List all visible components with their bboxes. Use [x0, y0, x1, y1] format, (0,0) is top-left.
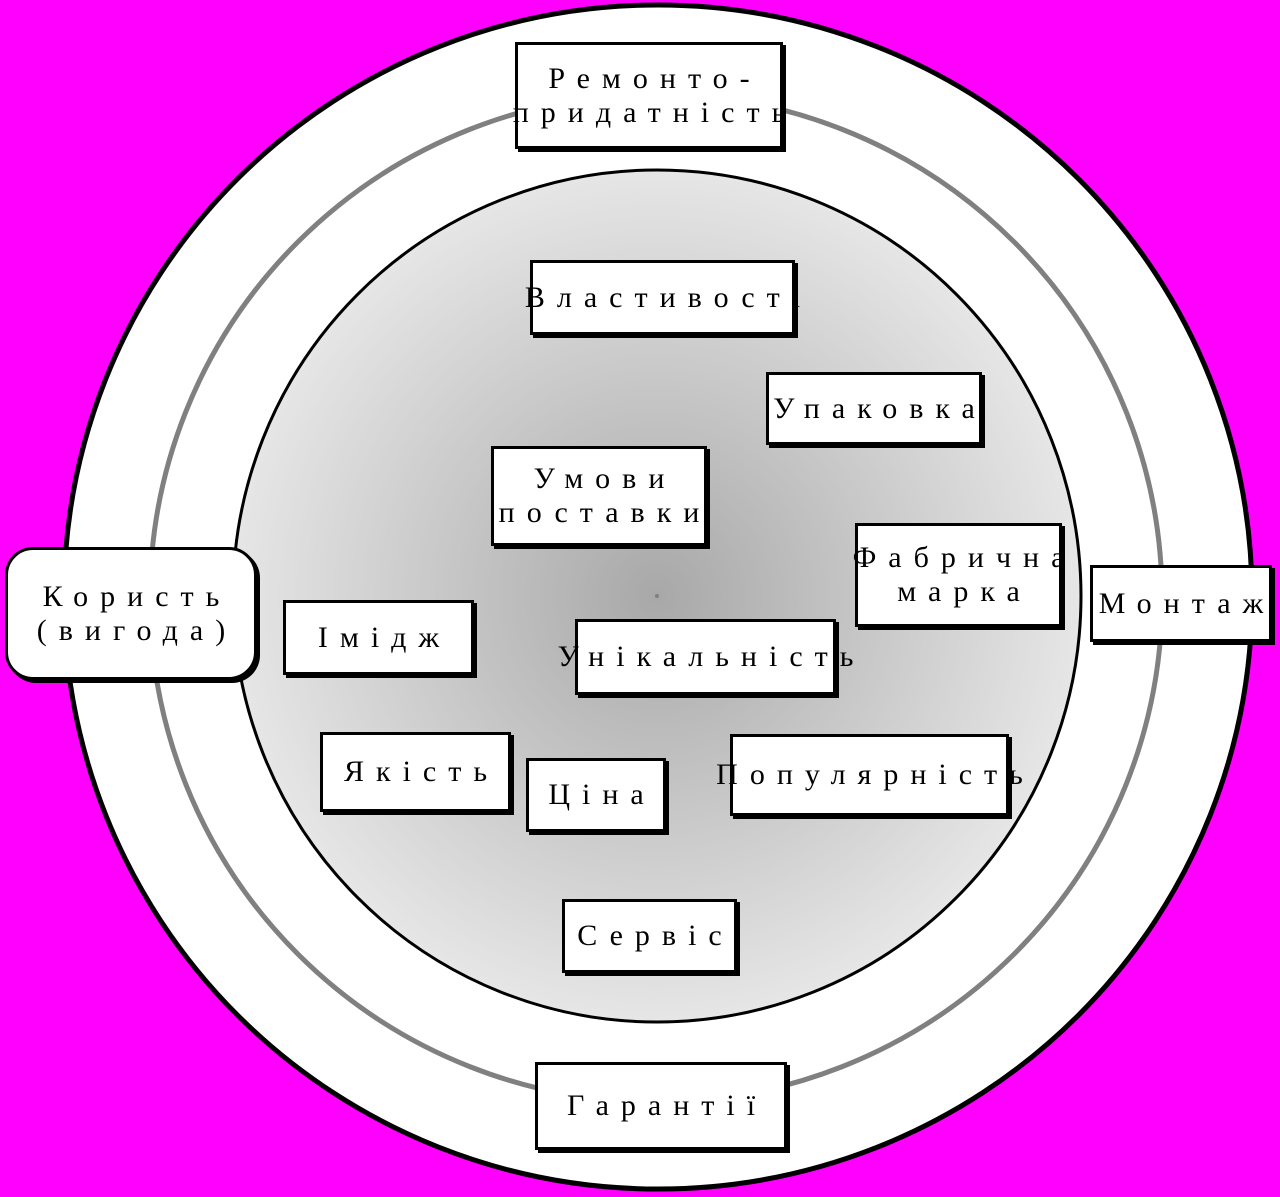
image-box: Імідж [283, 600, 474, 675]
benefit-box: Користь (вигода) [5, 547, 257, 680]
price-box: Ціна [526, 758, 666, 832]
quality-box: Якість [320, 732, 511, 812]
guarantees-box: Гарантії [535, 1062, 787, 1150]
repairability-box: Ремонто- придатність [513, 42, 785, 149]
popularity-box: Популярність [716, 734, 1023, 816]
installation-box: Монтаж [1090, 565, 1272, 642]
center-dot [655, 594, 659, 598]
packaging-box: Упаковка [766, 372, 982, 445]
properties-box: Властивості [525, 260, 800, 335]
brand-box: Фабрична марка [853, 523, 1064, 627]
uniqueness-box: Унікальність [558, 619, 853, 695]
service-box: Сервіс [562, 899, 737, 973]
delivery-terms-box: Умови поставки [491, 446, 707, 546]
